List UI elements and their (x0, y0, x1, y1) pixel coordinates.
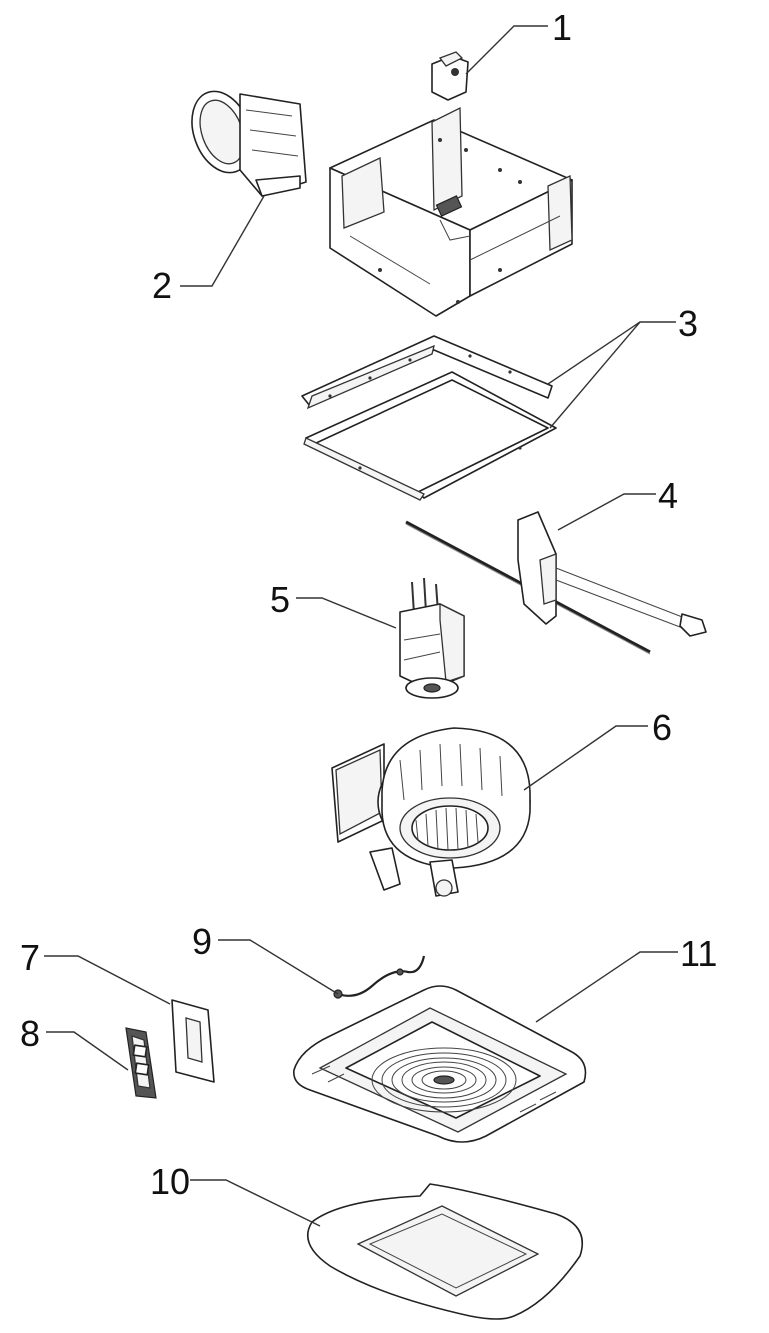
part-grille-cover (307, 1183, 584, 1320)
callout-1: 1 (552, 7, 572, 48)
part-motor (399, 577, 465, 699)
leader-1 (465, 25, 548, 75)
callout-6: 6 (652, 707, 672, 748)
part-mounting-bracket (431, 51, 469, 101)
part-wiring-bracket (405, 511, 707, 655)
leader-5 (296, 597, 397, 629)
leader-9 (218, 939, 339, 995)
leader-3b (549, 321, 641, 429)
leader-4 (557, 493, 656, 531)
callout-3: 3 (678, 303, 698, 344)
leader-7 (44, 955, 171, 1005)
part-mounting-frame (301, 335, 557, 501)
leader-2 (180, 195, 265, 287)
callout-5: 5 (270, 579, 290, 620)
callout-2: 2 (152, 265, 172, 306)
part-grille-frame (293, 985, 587, 1143)
part-housing (329, 106, 573, 317)
leader-8 (46, 1031, 129, 1071)
leader-3a (547, 321, 676, 385)
part-duct-collar (191, 90, 307, 197)
part-switch (125, 1027, 157, 1099)
callout-10: 10 (150, 1161, 190, 1202)
leader-6 (523, 725, 648, 791)
part-wall-plate (171, 999, 215, 1083)
part-blower-housing (331, 727, 531, 897)
callout-4: 4 (658, 475, 678, 516)
leader-lines (44, 25, 678, 1227)
callout-11: 11 (680, 933, 717, 974)
callout-7: 7 (20, 937, 40, 978)
leader-10 (190, 1179, 321, 1227)
grille-spiral (371, 1047, 517, 1113)
part-connector-wire (333, 955, 426, 999)
leader-11 (535, 951, 678, 1023)
callout-8: 8 (20, 1013, 40, 1054)
callout-labels: 1 2 3 4 5 6 7 8 9 10 11 (20, 7, 717, 1202)
callout-9: 9 (192, 921, 212, 962)
